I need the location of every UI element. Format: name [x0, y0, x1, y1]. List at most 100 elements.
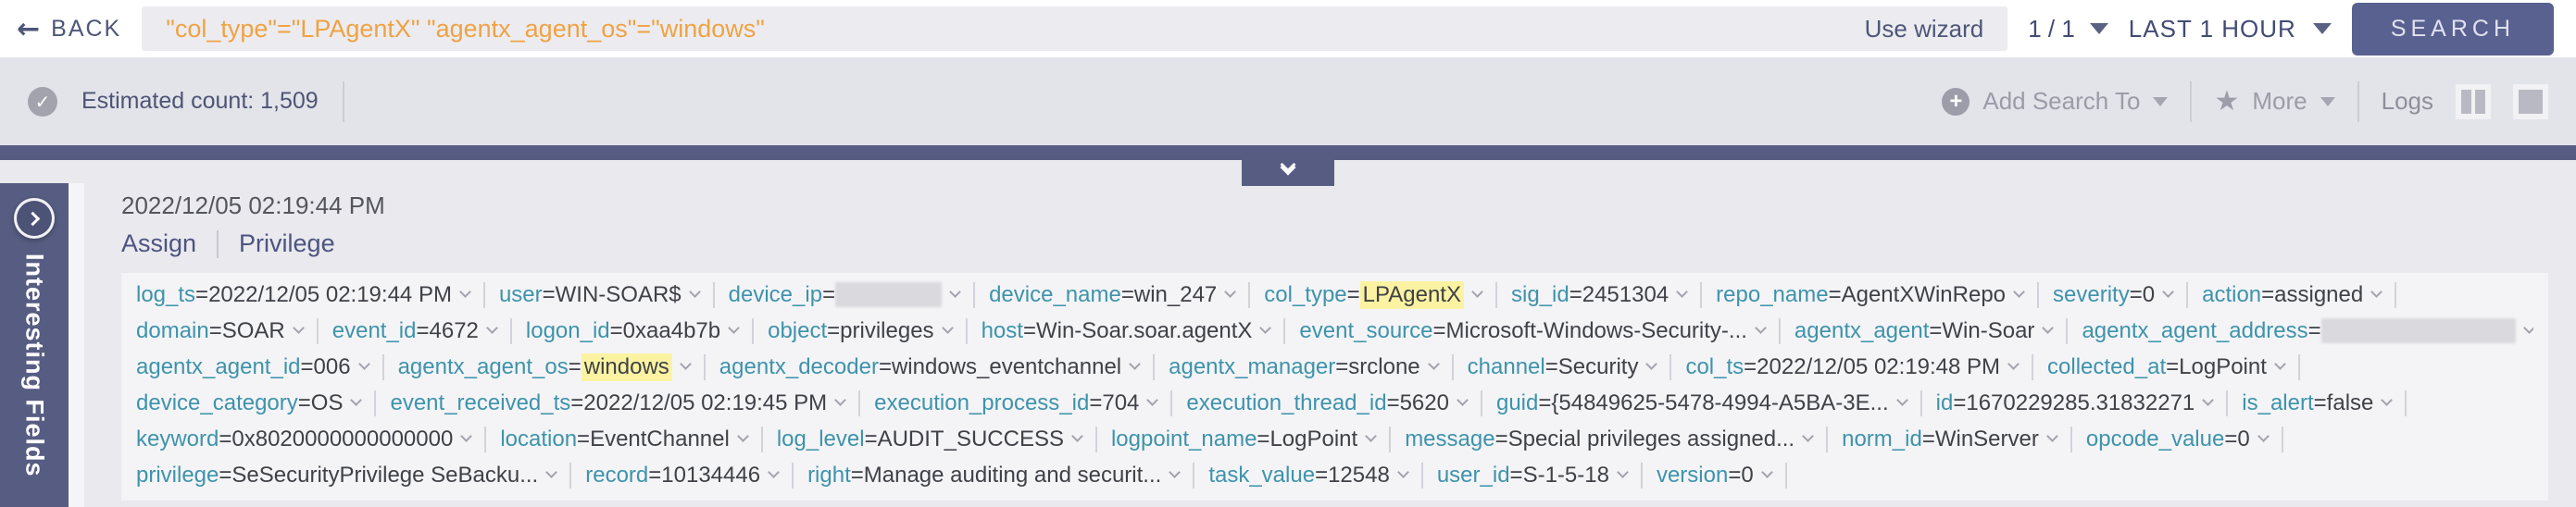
field-equals: = [609, 317, 623, 343]
log-field-agentx_manager[interactable]: agentx_manager=srclone [1169, 354, 1440, 380]
field-value: 2451304 [1582, 281, 1669, 307]
field-value: {54849625-5478-4994-A5BA-3E... [1551, 390, 1889, 415]
time-range-label: LAST 1 HOUR [2128, 14, 2296, 43]
chevron-down-icon [2162, 286, 2174, 298]
panel-gap [69, 183, 84, 507]
divider [752, 317, 755, 344]
log-field-collected_at[interactable]: collected_at=LogPoint [2047, 354, 2286, 380]
log-field-user_id[interactable]: user_id=S-1-5-18 [1437, 463, 1629, 488]
assign-link[interactable]: Assign [121, 229, 197, 257]
page-indicator-dropdown[interactable]: 1 / 1 [2028, 15, 2108, 43]
chevron-down-icon [1427, 358, 1440, 370]
log-field-agentx_agent_os[interactable]: agentx_agent_os=windows [398, 352, 692, 381]
field-value: Win-Soar.soar.agentX [1035, 317, 1253, 343]
log-field-channel[interactable]: channel=Security [1468, 354, 1658, 380]
field-key: host [981, 317, 1023, 343]
chevron-down-icon [459, 286, 471, 298]
log-field-location[interactable]: location=EventChannel [500, 427, 749, 452]
log-field-log_ts[interactable]: log_ts=2022/12/05 02:19:44 PM [136, 281, 471, 308]
field-key: action [2202, 281, 2262, 307]
log-field-event_received_ts[interactable]: event_received_ts=2022/12/05 02:19:45 PM [390, 390, 847, 416]
field-equals: = [1432, 317, 1446, 343]
chevron-down-icon [357, 358, 370, 370]
use-wizard-link[interactable]: Use wizard [1864, 14, 1984, 43]
add-search-to-dropdown[interactable]: + Add Search To [1942, 87, 2169, 116]
log-field-message[interactable]: message=Special privileges assigned... [1405, 427, 1814, 452]
log-field-agentx_agent_id[interactable]: agentx_agent_id=006 [136, 354, 370, 380]
log-field-execution_thread_id[interactable]: execution_thread_id=5620 [1186, 390, 1469, 416]
split-view-toggle[interactable] [2456, 83, 2491, 119]
log-field-logon_id[interactable]: logon_id=0xaa4b7b [526, 317, 740, 344]
log-field-device_name[interactable]: device_name=win_247 [989, 282, 1237, 308]
divider [1494, 281, 1497, 308]
status-bar: ✓ Estimated count: 1,509 + Add Search To… [0, 57, 2576, 145]
collapse-panel-button[interactable] [1242, 145, 1334, 186]
field-key: log_level [776, 426, 865, 451]
log-field-device_ip[interactable]: device_ip= [728, 281, 961, 308]
log-field-repo_name[interactable]: repo_name=AgentXWinRepo [1716, 281, 2025, 308]
log-field-guid[interactable]: guid={54849625-5478-4994-A5BA-3E... [1496, 390, 1908, 416]
plus-circle-icon: + [1942, 87, 1970, 116]
log-field-agentx_agent[interactable]: agentx_agent=Win-Soar [1794, 318, 2055, 344]
log-field-row: agentx_agent_id=006 agentx_agent_os=windo… [136, 349, 2533, 385]
log-field-keyword[interactable]: keyword=0x8020000000000000 [136, 426, 473, 452]
search-button[interactable]: SEARCH [2351, 2, 2554, 56]
log-field-action[interactable]: action=assigned [2202, 281, 2383, 308]
privilege-link[interactable]: Privilege [239, 229, 335, 257]
log-field-event_source[interactable]: event_source=Microsoft-Windows-Security-… [1299, 317, 1767, 344]
log-field-task_value[interactable]: task_value=12548 [1208, 463, 1409, 488]
divider [509, 317, 512, 344]
log-field-is_alert[interactable]: is_alert=false [2242, 390, 2394, 416]
field-equals: = [195, 281, 209, 307]
single-view-toggle[interactable] [2513, 83, 2548, 119]
search-query-text[interactable]: "col_type"="LPAgentX" "agentx_agent_os"=… [166, 14, 765, 43]
chevron-down-icon [460, 430, 473, 442]
log-field-host[interactable]: host=Win-Soar.soar.agentX [981, 317, 1272, 344]
search-query-input[interactable]: "col_type"="LPAgentX" "agentx_agent_os"=… [142, 6, 2008, 51]
field-equals: = [542, 281, 556, 307]
field-value: AgentXWinRepo [1841, 281, 2007, 307]
log-field-device_category[interactable]: device_category=OS [136, 390, 363, 416]
divider [1283, 317, 1286, 344]
divider [374, 390, 377, 416]
field-value: 2022/12/05 02:19:45 PM [583, 390, 828, 415]
log-field-object[interactable]: object=privileges [768, 318, 954, 344]
divider [217, 229, 219, 258]
log-field-logpoint_name[interactable]: logpoint_name=LogPoint [1110, 426, 1378, 452]
log-field-id[interactable]: id=1670229285.31832271 [1936, 390, 2215, 416]
chevron-down-icon [1755, 322, 1767, 334]
field-key: logpoint_name [1110, 426, 1257, 451]
log-field-right[interactable]: right=Manage auditing and securit... [807, 463, 1182, 488]
log-field-log_level[interactable]: log_level=AUDIT_SUCCESS [776, 426, 1083, 452]
log-field-sig_id[interactable]: sig_id=2451304 [1511, 281, 1689, 308]
field-key: event_id [331, 317, 417, 343]
log-field-user[interactable]: user=WIN-SOAR$ [499, 281, 701, 308]
field-key: device_ip [728, 281, 823, 307]
log-field-severity[interactable]: severity=0 [2053, 282, 2174, 308]
dropdown-triangle-icon [2153, 96, 2169, 106]
field-key: agentx_decoder [719, 353, 879, 379]
more-dropdown[interactable]: ★ More [2214, 85, 2335, 117]
log-field-privilege[interactable]: privilege=SeSecurityPrivilege SeBacku... [136, 463, 558, 488]
log-field-record[interactable]: record=10134446 [585, 463, 780, 488]
search-toolbar: ← BACK "col_type"="LPAgentX" "agentx_age… [0, 0, 2576, 57]
log-field-domain[interactable]: domain=SOAR [136, 318, 305, 344]
log-field-norm_id[interactable]: norm_id=WinServer [1842, 427, 2058, 452]
log-field-execution_process_id[interactable]: execution_process_id=704 [874, 390, 1159, 416]
divider [1389, 426, 1392, 452]
log-field-col_ts[interactable]: col_ts=2022/12/05 02:19:48 PM [1685, 354, 2020, 380]
expand-panel-button[interactable] [14, 198, 55, 239]
log-field-opcode_value[interactable]: opcode_value=0 [2085, 426, 2270, 452]
chevron-down-icon [1895, 394, 1908, 406]
log-field-event_id[interactable]: event_id=4672 [331, 317, 498, 344]
divider [712, 281, 715, 308]
log-field-agentx_agent_address[interactable]: agentx_agent_address= [2082, 318, 2533, 344]
field-equals: = [219, 426, 232, 451]
back-button[interactable]: ← BACK [17, 13, 121, 45]
log-field-agentx_decoder[interactable]: agentx_decoder=windows_eventchannel [719, 353, 1141, 380]
field-key: opcode_value [2085, 426, 2225, 451]
field-value-highlighted: LPAgentX [1359, 280, 1464, 309]
time-range-dropdown[interactable]: LAST 1 HOUR [2129, 15, 2332, 43]
log-field-version[interactable]: version=0 [1657, 463, 1773, 488]
log-field-col_type[interactable]: col_type=LPAgentX [1264, 280, 1483, 309]
